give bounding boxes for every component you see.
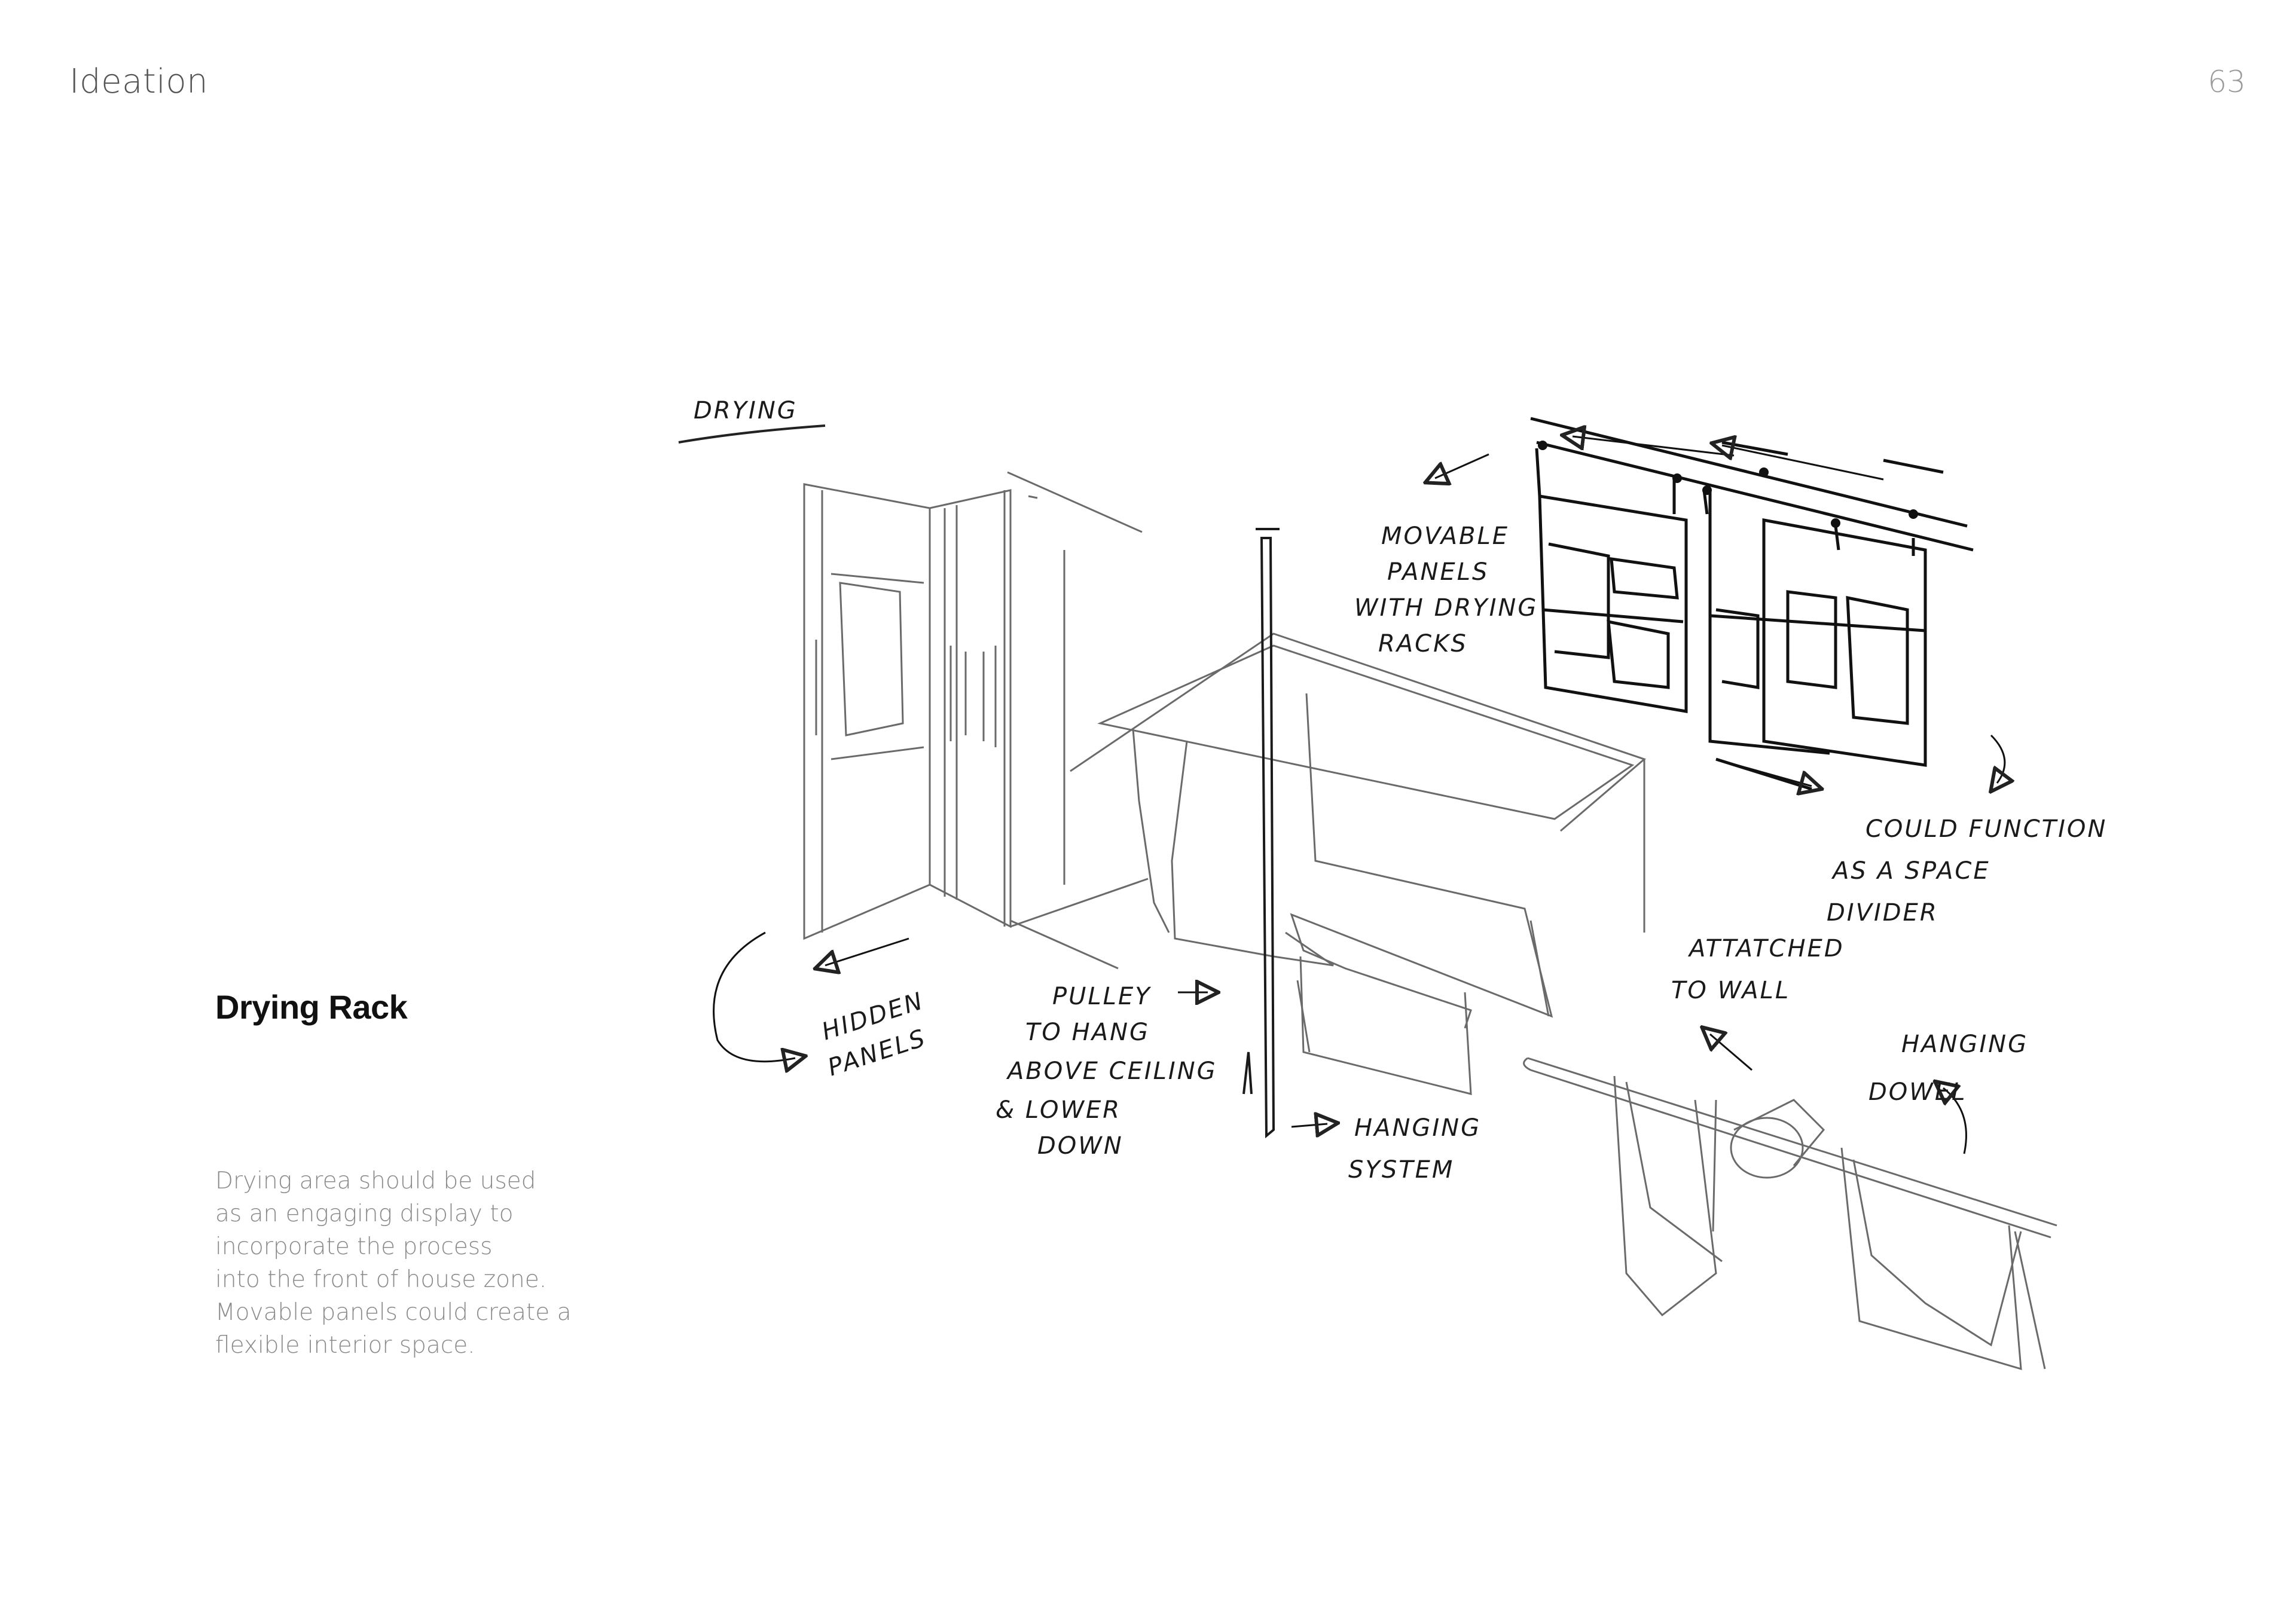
annotation-movable-line1: MOVABLE bbox=[1381, 522, 1509, 550]
annotation-attached-line1: ATTATCHED bbox=[1687, 935, 1845, 962]
cabinet-sketch bbox=[804, 472, 1148, 968]
annotation-pulley-line3: ABOVE CEILING bbox=[1006, 1057, 1217, 1085]
annotation-divider-line2: AS A SPACE bbox=[1831, 857, 1990, 885]
hidden-panels-curve-arrow-icon bbox=[714, 933, 795, 1062]
annotation-pulley-line2: TO HANG bbox=[1025, 1019, 1150, 1046]
pulley-rod bbox=[1244, 529, 1280, 1136]
hanging-system-arrow-icon bbox=[1292, 1124, 1327, 1127]
hidden-panels-up-arrow-icon bbox=[825, 939, 909, 965]
title-underline bbox=[679, 426, 825, 442]
annotation-system-line1: HANGING bbox=[1354, 1114, 1481, 1142]
annotation-dowel-line2: DOWEL bbox=[1868, 1078, 1967, 1106]
movable-panels-arrow-icon bbox=[1435, 454, 1489, 478]
annotation-divider-line3: DIVIDER bbox=[1827, 899, 1938, 927]
annotation-movable-line2: PANELS bbox=[1387, 558, 1489, 586]
annotation-movable-line3: WITH DRYING bbox=[1354, 594, 1538, 622]
rail-arrow-icon bbox=[1716, 759, 1812, 786]
sketch-title-text: DRYING bbox=[694, 397, 798, 424]
ceiling-rack-sketch bbox=[1070, 634, 1644, 1094]
annotation-pulley-line1: PULLEY bbox=[1052, 983, 1152, 1010]
attached-to-wall-arrow-icon bbox=[1710, 1034, 1752, 1070]
space-divider-arrow-icon bbox=[1991, 735, 2005, 783]
rail-arrow-icon bbox=[1573, 436, 1734, 456]
panel-rail-joints bbox=[1538, 441, 1918, 528]
rail-arrow-icon bbox=[1722, 445, 1883, 479]
annotation-dowel-line1: HANGING bbox=[1901, 1031, 2028, 1058]
annotation-pulley-line4: & LOWER bbox=[996, 1096, 1121, 1124]
hanging-dowel-sketch bbox=[1524, 1058, 2057, 1369]
annotation-attached-line2: TO WALL bbox=[1671, 977, 1790, 1004]
annotation-pulley-line5: DOWN bbox=[1037, 1132, 1123, 1160]
annotation-system-line2: SYSTEM bbox=[1348, 1156, 1454, 1184]
annotation-movable-line4: RACKS bbox=[1378, 630, 1468, 658]
movable-panels-sketch bbox=[1531, 418, 1973, 789]
annotation-divider-line1: COULD FUNCTION bbox=[1866, 815, 2107, 843]
